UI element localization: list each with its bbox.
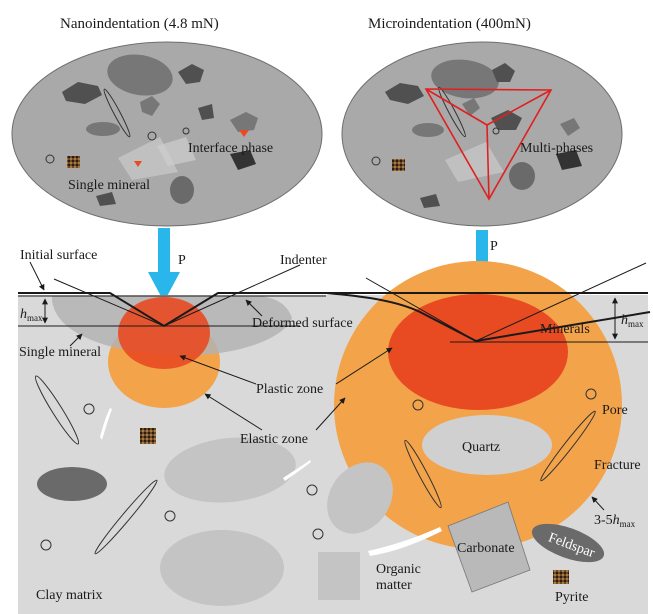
label-minerals: Minerals bbox=[540, 322, 590, 337]
quartz-grain bbox=[422, 415, 552, 475]
indenter-edge-a bbox=[425, 88, 488, 126]
pyrite-grain bbox=[553, 570, 569, 584]
label-organic-line2: matter bbox=[376, 578, 412, 593]
grain-light-center bbox=[164, 437, 296, 503]
leader-elastic-right bbox=[315, 397, 346, 431]
pore bbox=[312, 528, 324, 540]
pore bbox=[164, 510, 176, 522]
title-nanoindentation: Nanoindentation (4.8 mN) bbox=[60, 16, 219, 32]
load-arrow-left bbox=[148, 228, 180, 302]
leader-elastic-left bbox=[204, 393, 263, 431]
leader-plastic-right bbox=[335, 347, 393, 385]
micro-sample-disc: Multi-phases bbox=[341, 41, 623, 227]
label-deformed-surface: Deformed surface bbox=[252, 316, 353, 331]
label-single-mineral: Single mineral bbox=[19, 345, 101, 360]
grain-light-bottom bbox=[160, 530, 284, 606]
pore bbox=[306, 484, 318, 496]
leader-initial-surface bbox=[29, 261, 45, 291]
fracture-right-2 bbox=[540, 410, 596, 482]
plastic-zone-left bbox=[118, 297, 210, 369]
leader-deformed-surface bbox=[245, 299, 263, 317]
indenter-edge-c bbox=[486, 124, 490, 200]
organic-sliver-2 bbox=[283, 460, 311, 481]
label-quartz: Quartz bbox=[462, 440, 500, 455]
label-pore: Pore bbox=[602, 403, 628, 418]
label-initial-surface: Initial surface bbox=[20, 248, 97, 263]
nano-sample-disc: Interface phase Single mineral bbox=[11, 41, 323, 227]
label-interface-phase: Interface phase bbox=[188, 141, 273, 156]
fracture-left-2 bbox=[94, 479, 158, 555]
label-clay-matrix: Clay matrix bbox=[36, 588, 103, 603]
indenter-edge-b bbox=[486, 89, 552, 126]
label-hmax-right: hmax bbox=[621, 313, 644, 329]
pore bbox=[585, 388, 597, 400]
leader-single-mineral bbox=[69, 333, 83, 347]
carbonate-grain bbox=[447, 501, 531, 593]
pore bbox=[83, 403, 95, 415]
feldspar-grain bbox=[531, 523, 605, 563]
label-carbonate: Carbonate bbox=[457, 541, 515, 556]
fracture-right-1 bbox=[404, 439, 442, 509]
indenter-line-right-c bbox=[365, 277, 477, 342]
load-label-left: P bbox=[178, 253, 186, 268]
indenter-triangle bbox=[424, 88, 553, 201]
grain-light-mid bbox=[327, 462, 393, 534]
pore bbox=[412, 399, 424, 411]
load-label-right: P bbox=[490, 239, 498, 254]
organic-matter bbox=[368, 527, 442, 556]
label-elastic-zone: Elastic zone bbox=[240, 432, 308, 447]
indenter-line-left bbox=[53, 278, 165, 327]
title-microindentation: Microindentation (400mN) bbox=[368, 16, 531, 32]
label-organic-line1: Organic bbox=[376, 562, 421, 577]
grain-square bbox=[318, 552, 360, 600]
grain-dark-left bbox=[37, 467, 107, 501]
fracture-left-1 bbox=[34, 375, 80, 445]
label-multi-phases: Multi-phases bbox=[520, 141, 593, 156]
pyrite-grain-small bbox=[140, 428, 156, 444]
label-plastic-zone: Plastic zone bbox=[256, 382, 323, 397]
label-indenter: Indenter bbox=[280, 253, 327, 268]
label-pyrite: Pyrite bbox=[555, 590, 588, 605]
label-single-mineral-top: Single mineral bbox=[68, 178, 150, 193]
leader-plastic-left bbox=[179, 355, 257, 385]
deformed-surface-right bbox=[325, 292, 651, 343]
organic-sliver-1 bbox=[100, 408, 112, 440]
plastic-zone-right bbox=[388, 294, 568, 410]
indenter-line-right-a bbox=[163, 264, 301, 327]
label-hmax-left: hmax bbox=[20, 307, 43, 323]
pore bbox=[40, 539, 52, 551]
label-fracture: Fracture bbox=[594, 458, 641, 473]
leader-depth bbox=[591, 496, 605, 511]
indenter-line-right-b bbox=[475, 262, 647, 342]
label-depth: 3-5hmax bbox=[594, 513, 636, 529]
